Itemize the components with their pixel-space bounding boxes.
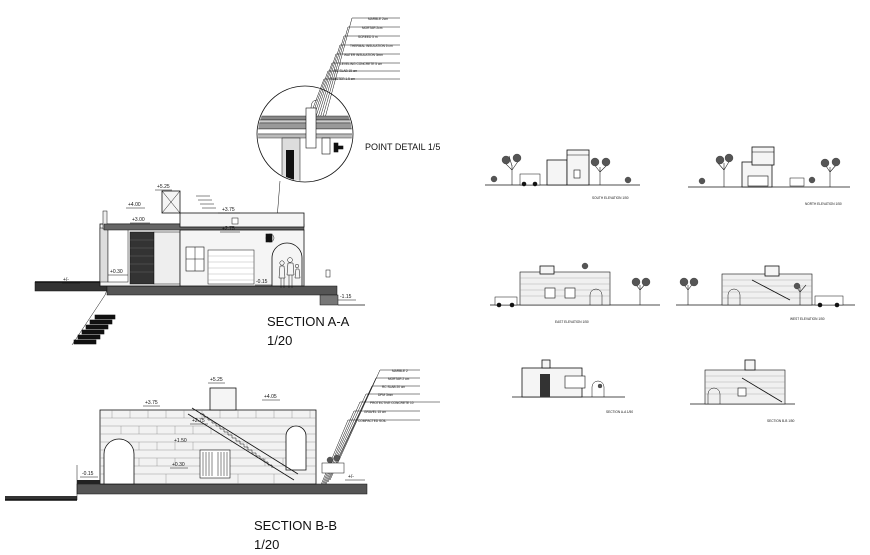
level-aa-5: +2.75 <box>222 226 235 232</box>
east-elevation-thumbnail: EAST ELEVATION 1/50 <box>490 262 660 324</box>
section-aa-thumbnail: SECTION A-A 1/50 <box>512 359 633 414</box>
north-trees <box>716 159 838 187</box>
section-bb-scale: 1/20 <box>254 537 279 552</box>
point-detail: MARBLE 2cm MORTAR 2cm SCREED 5 m THERMAL… <box>256 17 440 233</box>
west-elevation-thumbnail: WEST ELEVATION 1/50 <box>676 265 855 321</box>
section-bb-title: SECTION B-B <box>254 518 337 533</box>
pd-layer-8: PLASTER 1.5 cm <box>330 77 355 81</box>
bb-layer-1: MARBLE 2 <box>392 369 408 373</box>
point-detail-marker <box>333 142 344 153</box>
south-elevation-label: SOUTH ELEVATION 1/50 <box>592 196 629 200</box>
section-bb-thumbnail: SECTION B-B 1/50 <box>690 359 795 423</box>
level-aa-2: +4.00 <box>128 202 141 208</box>
level-bb-1: +5.25 <box>210 377 223 383</box>
bb-layer-4: DPM 3mm <box>378 393 393 397</box>
level-bb-2: +4.05 <box>264 394 277 400</box>
level-aa-4: +3.00 <box>132 217 145 223</box>
level-aa-3: +3.75 <box>222 207 235 213</box>
pd-layer-4: THERMAL INSULATION 5 cm <box>350 44 393 48</box>
stair-hatch-aa <box>196 195 216 209</box>
pd-layer-3: SCREED 5 m <box>358 35 378 39</box>
north-elevation-label: NORTH ELEVATION 1/50 <box>805 202 842 206</box>
level-bb-5: +1.50 <box>174 438 187 444</box>
section-bb-small-label: SECTION B-B 1/50 <box>767 419 795 423</box>
pd-layer-5: WATER INSULATION 3mm <box>344 53 383 57</box>
level-bb-7: -0.15 <box>82 471 94 477</box>
east-elevation-label: EAST ELEVATION 1/50 <box>555 320 589 324</box>
brick-pattern-aa <box>130 239 154 273</box>
point-detail-circle <box>256 85 354 233</box>
bb-layer-6: GRAVEL 15 cm <box>364 410 386 414</box>
section-bb-stair <box>187 407 299 481</box>
section-aa-title: SECTION A-A <box>267 314 350 329</box>
section-aa-drawing: +5.25 +4.00 +3.75 +3.00 +2.75 +0.30 -0.1… <box>34 184 365 346</box>
bb-layer-3: RC SLAB 20 cm <box>382 385 406 389</box>
pd-layer-7: RC SLAB 15 cm <box>334 69 358 73</box>
section-bb-layer-leaders <box>317 369 440 493</box>
level-aa-6: +0.30 <box>110 269 123 275</box>
section-bb-drawing: MARBLE 2 MORTAR 2 cm RC SLAB 20 cm DPM 3… <box>5 369 440 501</box>
planter-bb <box>321 454 345 474</box>
bb-layer-5: PROTECTIVE CONCRETE 10 <box>370 401 414 405</box>
level-bb-3: +3.75 <box>145 400 158 406</box>
point-detail-title: POINT DETAIL 1/5 <box>365 142 440 152</box>
north-elevation-thumbnail: NORTH ELEVATION 1/50 <box>688 146 850 206</box>
level-bb-8: +/- <box>348 474 354 480</box>
pd-layer-6: LEVELING CONCRETE 5 cm <box>340 62 382 66</box>
level-bb-6: +0.30 <box>172 462 185 468</box>
level-aa-8: -1.15 <box>340 294 352 300</box>
section-aa-small-label: SECTION A-A 1/50 <box>606 410 633 414</box>
section-aa-scale: 1/20 <box>267 333 292 348</box>
bb-layer-7: COMPACTED SOIL <box>358 419 387 423</box>
pd-layer-2: MORTAR 2cm <box>362 26 383 30</box>
section-aa-stairs <box>71 289 116 346</box>
level-aa-9: +/- <box>63 277 69 283</box>
level-bb-4: +2.75 <box>192 418 205 424</box>
point-detail-layer-leaders <box>303 17 400 133</box>
people-figures <box>278 257 301 288</box>
level-aa-7: -0.15 <box>256 279 268 285</box>
bb-layer-2: MORTAR 2 cm <box>388 377 410 381</box>
pd-layer-1: MARBLE 2cm <box>368 17 388 21</box>
level-aa-1: +5.25 <box>157 184 170 190</box>
south-elevation-thumbnail: SOUTH ELEVATION 1/50 <box>485 149 640 200</box>
west-elevation-label: WEST ELEVATION 1/50 <box>790 317 825 321</box>
